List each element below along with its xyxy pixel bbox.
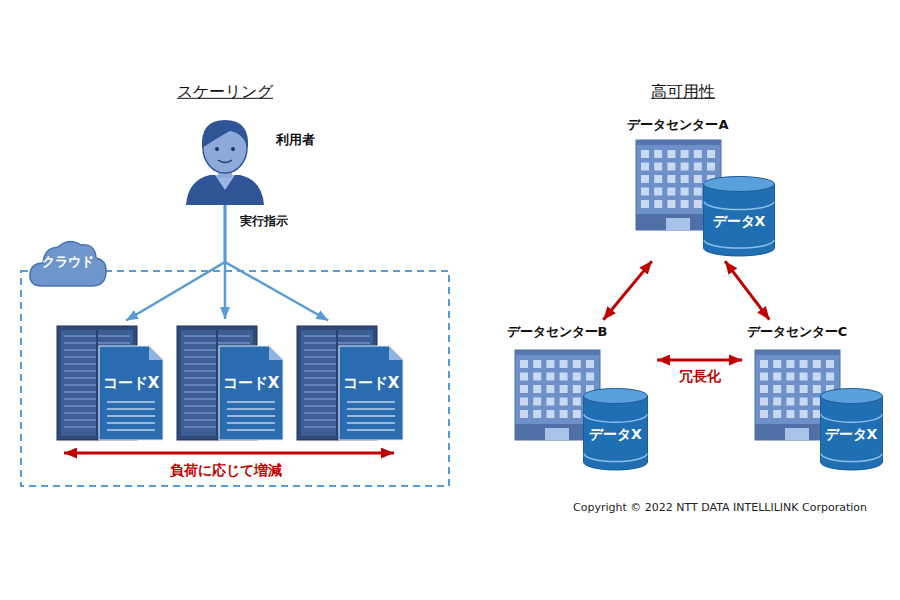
node-label: 利用者 <box>276 133 315 148</box>
database-cylinder: データX <box>820 388 883 470</box>
section-title: 高可用性 <box>651 83 715 101</box>
edge-label: 冗長化 <box>677 368 723 384</box>
node-heading: データセンターB <box>507 325 608 340</box>
user-shape <box>180 108 270 205</box>
server-box: コードX <box>55 322 167 442</box>
node-label: データX <box>825 426 878 442</box>
connector-arrow <box>603 261 652 320</box>
range-arrow <box>64 452 394 455</box>
data-center: データX データセンターB <box>505 322 653 472</box>
data-center: データX データセンターA <box>625 115 775 258</box>
server-box: コードX <box>295 322 407 442</box>
edge-label: 実行指示 <box>238 215 290 229</box>
connector-arrow <box>126 205 225 320</box>
server-box: コードX <box>175 322 287 442</box>
database-cylinder: データX <box>703 176 775 256</box>
connector-arrow <box>725 261 769 319</box>
node-label: コードX <box>103 375 160 392</box>
connector-arrow <box>225 205 328 321</box>
connector-arrow <box>657 359 742 362</box>
node-label: データX <box>713 213 766 229</box>
node-label: コードX <box>343 375 400 392</box>
node-heading: データセンターA <box>627 118 728 133</box>
range-label: 負荷に応じて増減 <box>170 462 282 478</box>
data-center: データX データセンターC <box>745 322 887 472</box>
node-label: クラウド <box>42 255 94 270</box>
cloud-region: コードXコードXコードXクラウド <box>20 270 450 487</box>
node-heading: データセンターC <box>747 325 848 340</box>
section-title: スケーリング <box>177 83 273 101</box>
node-label: コードX <box>223 375 280 392</box>
copyright-note: Copyright © 2022 NTT DATA INTELLILINK Co… <box>573 502 867 515</box>
database-cylinder: データX <box>583 388 648 470</box>
user-icon: 利用者 <box>180 108 270 205</box>
node-label: データX <box>589 426 642 442</box>
